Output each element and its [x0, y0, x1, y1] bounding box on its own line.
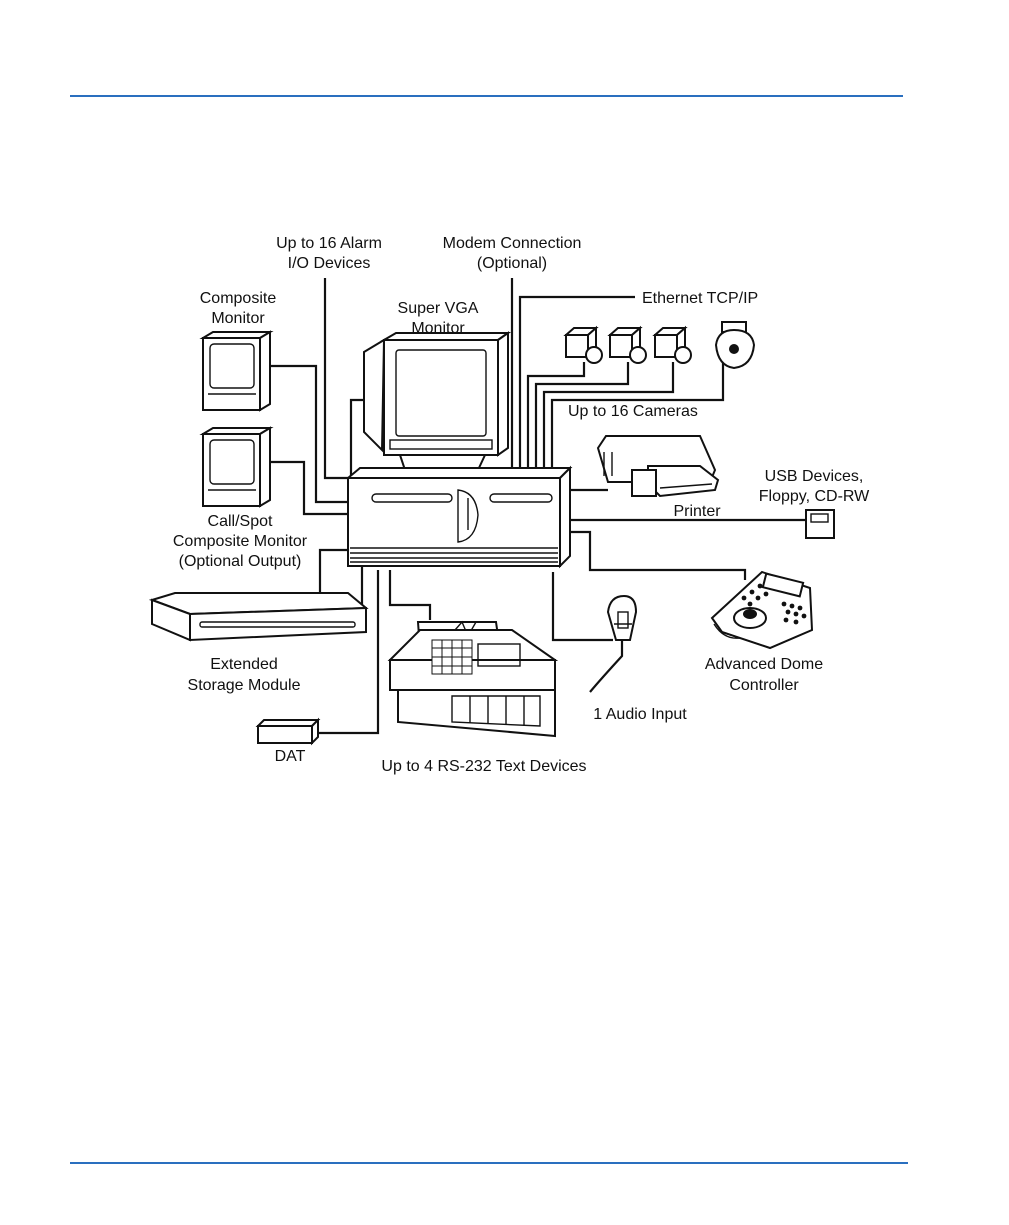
cash-register-icon: [390, 622, 555, 736]
dome-camera-icon: [716, 322, 754, 368]
audio-label: 1 Audio Input: [593, 706, 687, 723]
printer-icon: [598, 436, 718, 496]
svga-monitor-icon: [364, 333, 508, 470]
storage-module-icon: [152, 593, 366, 640]
usb-label: USB Devices,Floppy, CD-RW: [759, 468, 870, 505]
composite-monitor-icon: [203, 332, 270, 410]
dat-drive-icon: [258, 720, 318, 743]
floppy-drive-icon: [806, 510, 834, 538]
camera-icon: [655, 328, 691, 363]
camera-icon: [610, 328, 646, 363]
rs232-label: Up to 4 RS-232 Text Devices: [381, 758, 586, 775]
camera-icon: [566, 328, 602, 363]
modem-label: Modem Connection(Optional): [443, 235, 582, 272]
callspot-monitor-icon: [203, 428, 270, 506]
dome-controller-icon: [712, 572, 812, 648]
dat-label: DAT: [275, 748, 306, 765]
microphone-icon: [590, 596, 636, 692]
dvr-unit-icon: [348, 468, 570, 566]
ethernet-label: Ethernet TCP/IP: [642, 290, 758, 307]
printer-label: Printer: [673, 503, 721, 520]
cameras-label: Up to 16 Cameras: [568, 403, 698, 420]
